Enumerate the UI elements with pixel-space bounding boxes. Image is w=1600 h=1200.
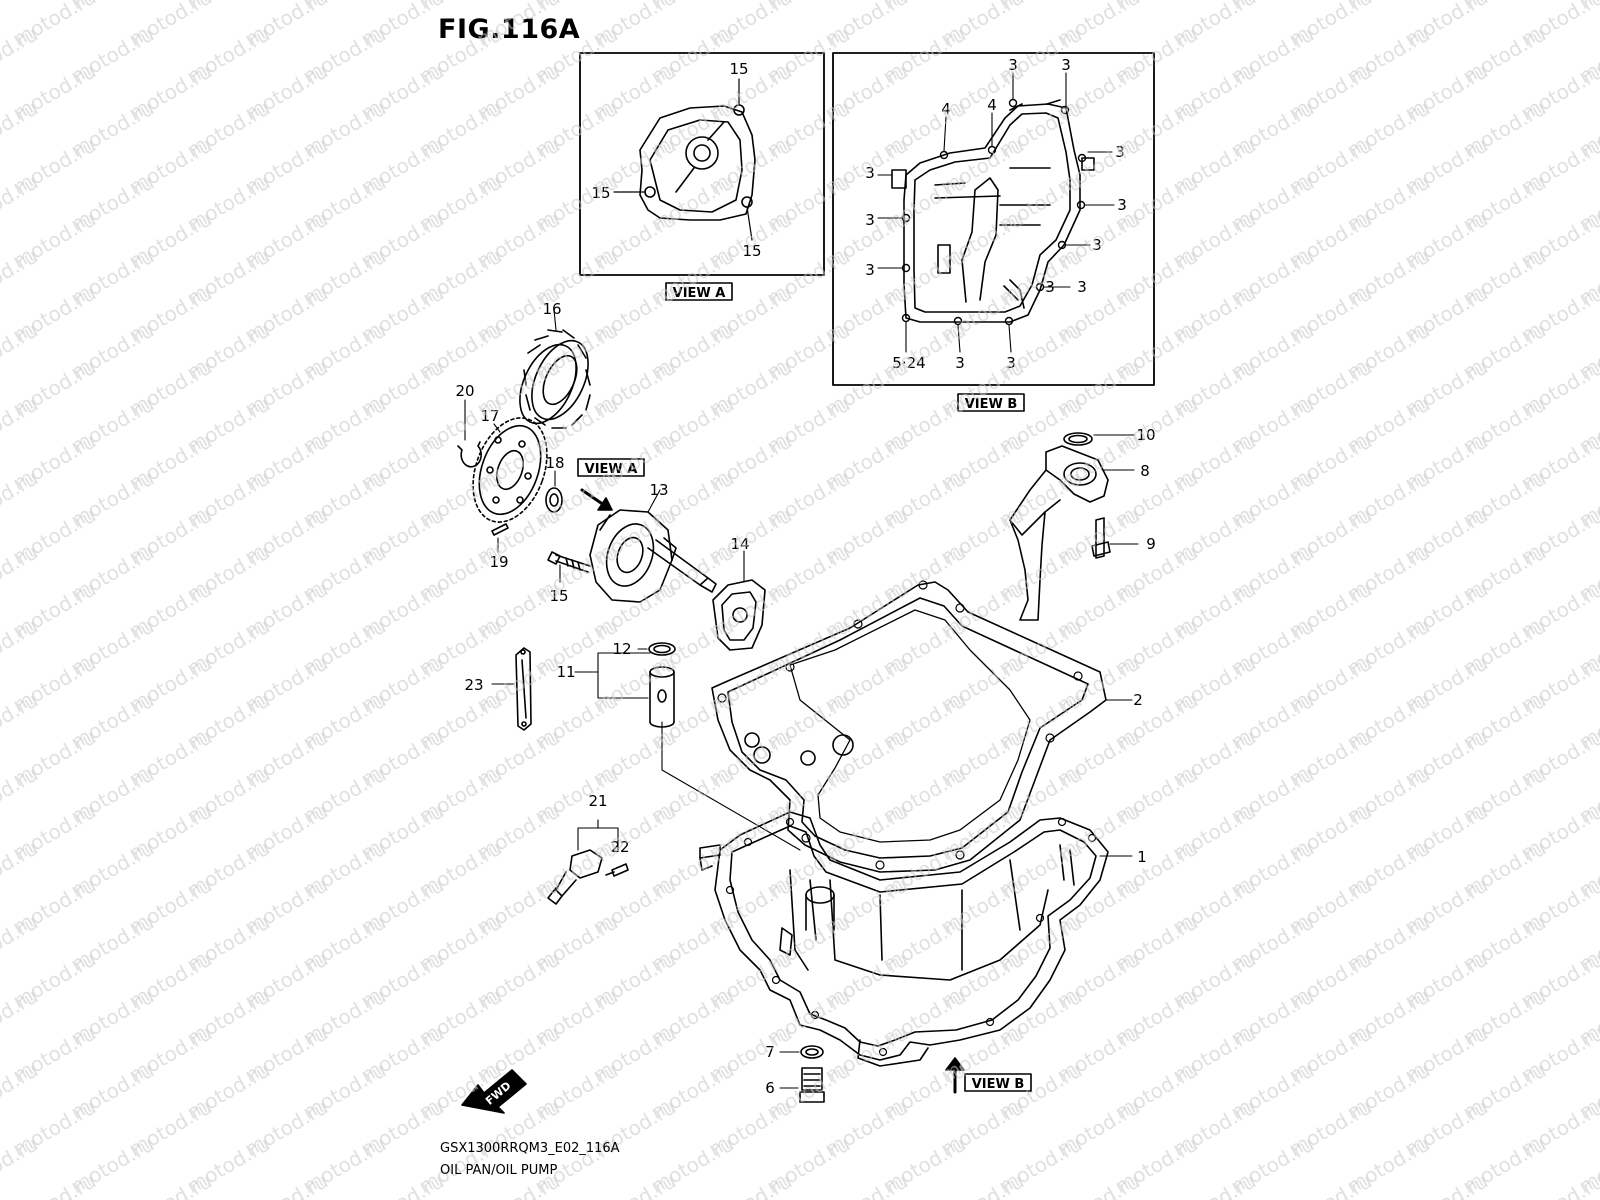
callout-part-12: 12 bbox=[612, 640, 631, 658]
callout-view-b: 3 bbox=[1092, 236, 1102, 254]
circlip-20 bbox=[457, 441, 482, 468]
callout-view-b: 3 bbox=[1077, 278, 1087, 296]
fwd-arrow-icon bbox=[461, 1069, 527, 1114]
callout-part-16: 16 bbox=[542, 300, 561, 318]
callout-part-19: 19 bbox=[489, 553, 508, 571]
callout-view-b: 3 bbox=[865, 261, 875, 279]
gasket-14 bbox=[712, 579, 766, 651]
sprocket-17 bbox=[472, 417, 548, 523]
strainer-8 bbox=[1009, 445, 1109, 621]
callout-part-10: 10 bbox=[1136, 426, 1155, 444]
o-ring-12 bbox=[648, 642, 676, 656]
callout-view-b: 3 bbox=[865, 164, 875, 182]
callout-view-b: 3 bbox=[1061, 56, 1071, 74]
oil-pan-1-holes bbox=[725, 817, 1097, 1057]
figure-title: FIG.116A bbox=[438, 14, 581, 45]
callout-view-b: 4 bbox=[987, 96, 997, 114]
callout-part-1: 1 bbox=[1137, 848, 1147, 866]
figure-code: GSX1300RRQM3_E02_116A bbox=[440, 1141, 620, 1156]
pin-19 bbox=[491, 523, 509, 536]
view-b-tag-label: VIEW B bbox=[965, 397, 1018, 412]
oil-pump-13 bbox=[589, 509, 717, 603]
view-a-tag-label: VIEW A bbox=[673, 286, 726, 301]
washer-18 bbox=[545, 487, 563, 513]
callout-part-21: 21 bbox=[588, 792, 607, 810]
callout-view-a: 15 bbox=[591, 184, 610, 202]
view-a-tag bbox=[665, 282, 733, 301]
oil-pan-1 bbox=[699, 811, 1109, 1067]
view-a-arrow bbox=[580, 488, 613, 511]
gasket-2-holes bbox=[717, 580, 1083, 870]
callout-view-b: 3 bbox=[1045, 278, 1055, 296]
callout-part-11: 11 bbox=[556, 663, 575, 681]
callout-view-a: 15 bbox=[729, 60, 748, 78]
callout-part-22: 22 bbox=[610, 838, 629, 856]
callout-part-15: 15 bbox=[549, 587, 568, 605]
callout-view-b: 3 bbox=[1117, 196, 1127, 214]
callout-view-b: 5·24 bbox=[892, 354, 925, 372]
oil-pressure-switch-21 bbox=[547, 849, 603, 905]
drain-plug-6 bbox=[799, 1067, 825, 1103]
callout-part-17: 17 bbox=[480, 407, 499, 425]
callout-view-b: 3 bbox=[865, 211, 875, 229]
view-b-pointer-tag bbox=[964, 1073, 1032, 1092]
view-b-pan-flange bbox=[891, 99, 1095, 323]
callout-part-6: 6 bbox=[765, 1079, 775, 1097]
view-a-pointer-tag bbox=[577, 458, 645, 477]
bolt-15 bbox=[547, 551, 591, 573]
view-a-pointer-label: VIEW A bbox=[585, 462, 638, 477]
callout-view-b: 3 bbox=[955, 354, 965, 372]
bolt-22 bbox=[605, 863, 629, 877]
pipe-11 bbox=[649, 666, 675, 728]
gasket-7 bbox=[800, 1045, 824, 1059]
callout-view-b: 4 bbox=[941, 100, 951, 118]
callout-view-a: 15 bbox=[742, 242, 761, 260]
view-a-pump-cover bbox=[639, 104, 756, 221]
callout-view-b: 3 bbox=[1008, 56, 1018, 74]
callout-part-14: 14 bbox=[730, 535, 749, 553]
figure-subtitle: OIL PAN/OIL PUMP bbox=[440, 1163, 558, 1178]
callout-part-2: 2 bbox=[1133, 691, 1143, 709]
callout-part-18: 18 bbox=[545, 454, 564, 472]
pipe-23 bbox=[515, 647, 532, 731]
callout-part-8: 8 bbox=[1140, 462, 1150, 480]
callout-part-20: 20 bbox=[455, 382, 474, 400]
o-ring-10 bbox=[1063, 432, 1093, 446]
callout-part-9: 9 bbox=[1146, 535, 1156, 553]
sprocket-16 bbox=[519, 329, 591, 429]
view-b-pointer-label: VIEW B bbox=[972, 1077, 1025, 1092]
view-b-box bbox=[832, 52, 1155, 386]
view-b-tag bbox=[957, 393, 1025, 412]
callout-view-b: 3 bbox=[1006, 354, 1016, 372]
callout-part-13: 13 bbox=[649, 481, 668, 499]
callout-view-b: 3 bbox=[1115, 143, 1125, 161]
bolt-9 bbox=[1091, 517, 1111, 559]
view-b-arrow bbox=[945, 1057, 965, 1094]
view-a-box bbox=[579, 52, 825, 276]
callout-part-7: 7 bbox=[765, 1043, 775, 1061]
callout-part-23: 23 bbox=[464, 676, 483, 694]
gasket-2 bbox=[711, 581, 1107, 873]
